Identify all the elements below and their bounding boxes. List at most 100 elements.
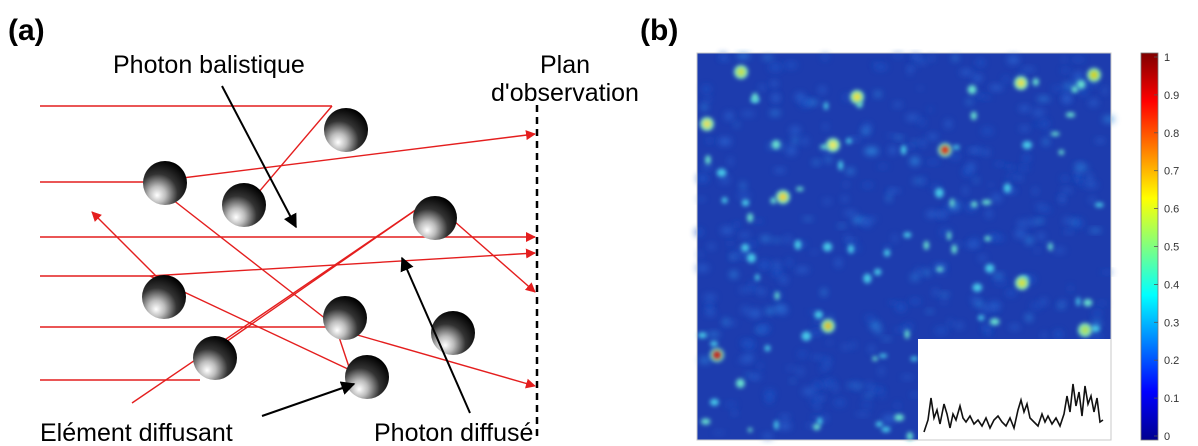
speckle-texture [741,111,755,117]
speckle-grain [879,353,888,358]
speckle-texture [968,148,981,153]
speckle-texture [894,136,904,140]
speckle-texture [826,340,833,345]
speckle-texture [802,387,816,396]
speckle-grain [1032,78,1039,86]
speckle-texture [737,192,751,199]
speckle-texture [1002,76,1010,83]
speckle-texture [786,366,796,371]
speckle-texture [950,152,960,160]
speckle-grain [1022,140,1033,150]
speckle-texture [818,86,827,94]
speckle-texture [910,156,920,166]
speckle-grain [872,356,878,361]
speckle-grain [1065,112,1076,118]
speckle-texture [980,305,993,312]
speckle-texture [720,226,734,235]
speckle-texture [1030,302,1042,310]
speckle-texture [1086,173,1093,183]
speckle-texture [813,381,822,390]
ballistic-photon-label: Photon balistique [113,51,305,79]
scattered-pointer-arrow [400,256,471,414]
speckle-grain [697,332,707,339]
speckle-texture [783,61,798,69]
speckle-texture [955,322,964,329]
ray-segment [337,333,351,371]
speckle-texture [726,320,737,326]
speckle-texture [941,299,947,304]
speckle-grain [985,263,995,273]
colorbar-tick-group: 10.90.80.70.60.50.40.30.20.10 [1154,52,1179,443]
speckle-texture [740,339,753,346]
speckle-texture [702,164,712,170]
speckle-texture [764,389,776,398]
speckle-texture [861,182,874,188]
speckle-grain [1094,202,1104,208]
speckle-texture [916,58,928,65]
speckle-texture [707,243,716,250]
speckle-grain [823,102,829,110]
speckle-texture [1096,301,1108,306]
speckle-grain [883,249,891,257]
speckle-texture [731,410,737,416]
speckle-texture [887,134,899,138]
speckle-texture [821,54,829,61]
speckle-texture [695,228,704,236]
speckle-grain [970,111,977,121]
speckle-grain [771,139,781,150]
speckle-texture [1060,175,1070,182]
speckle-texture [1007,55,1020,65]
speckle-texture [981,127,994,136]
speckle-texture [719,57,731,62]
intensity-profile-line [923,383,1104,433]
colorbar-tick-label: 0.8 [1164,128,1179,140]
speckle-texture [1071,57,1085,62]
speckle-texture [790,379,795,383]
speckle-texture [786,258,793,267]
speckle-grain [764,345,771,352]
speckle-texture [1068,285,1073,292]
speckle-hotspot [1090,71,1098,79]
speckle-grain [1076,80,1086,89]
speckle-grain [1058,149,1065,155]
speckle-texture [769,110,781,116]
speckle-texture [1005,174,1018,179]
speckle-texture [927,107,933,113]
speckle-hotspot [713,351,721,359]
speckle-texture [1102,115,1115,123]
speckle-texture [923,269,931,276]
speckle-texture [973,301,984,307]
speckle-texture [765,308,775,315]
speckle-texture [733,222,741,228]
speckle-texture [934,326,949,335]
speckle-texture [1038,206,1052,213]
speckle-hotspot [779,193,787,201]
speckle-texture [892,53,904,58]
ray-backscatter [91,211,166,286]
speckle-texture [868,345,875,353]
speckle-grain [977,314,985,321]
speckle-texture [925,210,939,218]
speckle-texture [824,156,832,163]
speckle-texture [1089,228,1102,233]
speckle-grain [813,423,821,431]
speckle-texture [841,344,851,350]
speckle-texture [762,433,773,440]
speckle-texture [824,359,831,368]
heatmap-border [696,52,1112,441]
speckle-texture [784,235,791,244]
speckle-grain [845,138,852,144]
speckle-texture [1063,217,1071,225]
speckle-texture [1053,247,1066,254]
speckle-grain [700,418,711,425]
speckle-texture [814,405,821,410]
speckle-texture [701,84,711,94]
speckle-texture [806,100,819,106]
speckle-texture [901,375,913,380]
speckle-texture [995,235,1005,241]
speckle-texture [981,149,990,156]
speckle-grain [875,421,883,427]
speckle-texture [861,402,872,408]
speckle-grain [981,199,992,205]
speckle-texture [779,276,788,284]
